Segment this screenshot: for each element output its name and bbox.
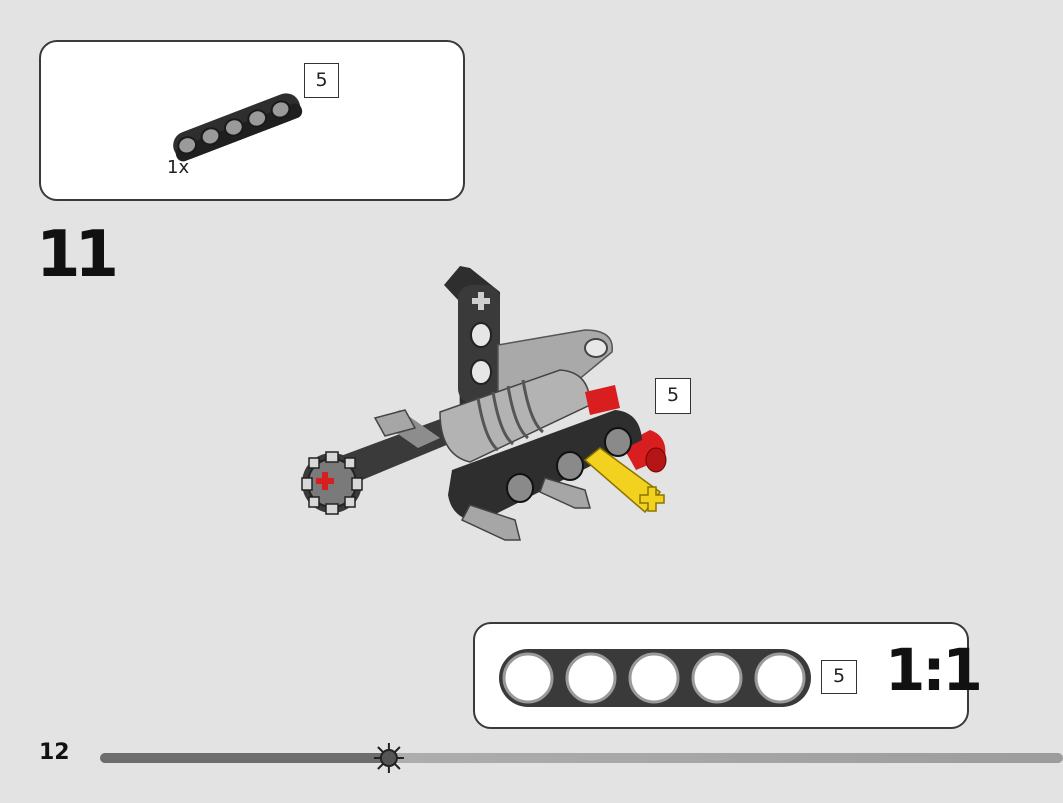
yellow-axle — [583, 447, 665, 514]
page-number: 12 — [39, 740, 70, 765]
small-gear — [301, 451, 363, 515]
black-beam-5-icon — [173, 93, 303, 162]
beam-length-label: 5 — [821, 660, 857, 694]
beam-length-label: 5 — [655, 378, 691, 414]
scale-ratio: 1:1 — [885, 636, 983, 704]
front-black-beam — [448, 410, 642, 522]
scale-callout: 5 1:1 — [473, 622, 983, 729]
upright-black-beam — [444, 266, 500, 420]
step-number: 11 — [36, 218, 119, 292]
beam-length-label: 5 — [304, 63, 339, 98]
grey-axles — [373, 409, 591, 541]
progress-sun-marker-icon — [373, 743, 404, 773]
part-quantity: 1x — [167, 157, 190, 178]
scale-beam-icon — [499, 649, 811, 707]
progress-fill — [100, 753, 389, 763]
worm-gear — [439, 369, 591, 463]
parts-list-callout: 5 1x — [39, 40, 465, 201]
